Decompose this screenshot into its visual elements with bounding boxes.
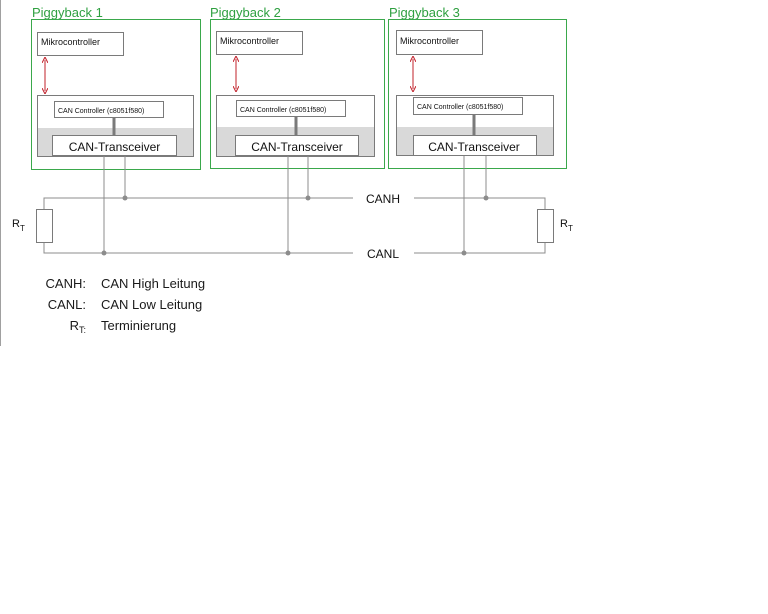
legend-value-canh: CAN High Leitung [101, 276, 206, 291]
mikrocontroller-box [37, 32, 124, 56]
resistor-left-label: RT [12, 218, 25, 233]
can-controller-box [236, 100, 346, 117]
piggyback-1: Piggyback 1 Mikrocontroller CAN Controll… [31, 5, 201, 170]
mikrocontroller-box [216, 31, 303, 55]
canl-line-left [43, 242, 353, 254]
can-transceiver-box [52, 135, 177, 156]
junction-dot [483, 195, 489, 201]
legend-key-canl: CANL: [47, 297, 86, 312]
junction-dots [101, 195, 489, 256]
mikrocontroller-label: Mikrocontroller [220, 36, 279, 46]
can-transceiver-label: CAN-Transceiver [69, 140, 161, 154]
legend-value-canl: CAN Low Leitung [101, 297, 203, 312]
termination-resistor-right [537, 209, 554, 243]
canl-label: CANL [367, 247, 399, 261]
junction-dot [461, 250, 467, 256]
mikrocontroller-label: Mikrocontroller [41, 37, 100, 47]
piggyback-2: Piggyback 2 Mikrocontroller CAN Controll… [210, 5, 385, 169]
canh-label: CANH [366, 192, 400, 206]
mikrocontroller-label: Mikrocontroller [400, 36, 459, 46]
can-bus-diagram: Piggyback 1 Mikrocontroller CAN Controll… [12, 5, 573, 261]
can-controller-label: CAN Controller (c8051f580) [417, 104, 503, 111]
can-transceiver-label: CAN-Transceiver [428, 140, 520, 154]
board-title: Piggyback 3 [389, 5, 460, 20]
junction-dot [101, 250, 107, 256]
legend-key-canh: CANH: [45, 276, 86, 291]
can-controller-box [54, 101, 164, 118]
junction-dot [285, 250, 291, 256]
can-bus [43, 156, 546, 254]
legend-key-rt: RT: [69, 318, 86, 335]
canl-line-right [414, 242, 546, 254]
board-title: Piggyback 2 [210, 5, 281, 20]
can-controller-label: CAN Controller (c8051f580) [240, 107, 326, 114]
junction-dot [122, 195, 128, 201]
board-title: Piggyback 1 [32, 5, 103, 20]
piggyback-3: Piggyback 3 Mikrocontroller CAN Controll… [388, 5, 567, 169]
mikrocontroller-box [396, 30, 483, 55]
junction-dot [305, 195, 311, 201]
can-controller-label: CAN Controller (c8051f580) [58, 108, 144, 115]
legend: CANH: CAN High Leitung CANL: CAN Low Lei… [0, 274, 300, 338]
can-transceiver-label: CAN-Transceiver [251, 140, 343, 154]
legend-value-rt: Terminierung [101, 318, 177, 333]
termination-resistor-left [36, 209, 53, 243]
can-transceiver-box [413, 135, 537, 156]
left-border [0, 0, 1, 346]
can-controller-box [413, 97, 523, 115]
resistor-right-label: RT [560, 218, 573, 233]
canh-line-left [43, 197, 353, 209]
can-transceiver-box [235, 135, 359, 156]
canh-line-right [414, 197, 546, 209]
